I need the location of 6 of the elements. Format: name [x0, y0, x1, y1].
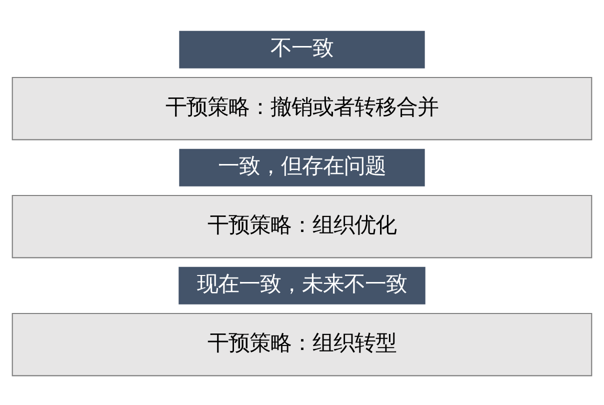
node-box: 干预策略：组织转型 — [12, 312, 592, 376]
node-box: 不一致 — [178, 29, 426, 69]
node-box: 一致，但存在问题 — [178, 147, 426, 187]
node-box: 干预策略：撤销或者转移合并 — [12, 76, 592, 140]
node-box: 干预策略：组织优化 — [12, 194, 592, 258]
node-box: 现在一致，未来不一致 — [178, 265, 426, 305]
